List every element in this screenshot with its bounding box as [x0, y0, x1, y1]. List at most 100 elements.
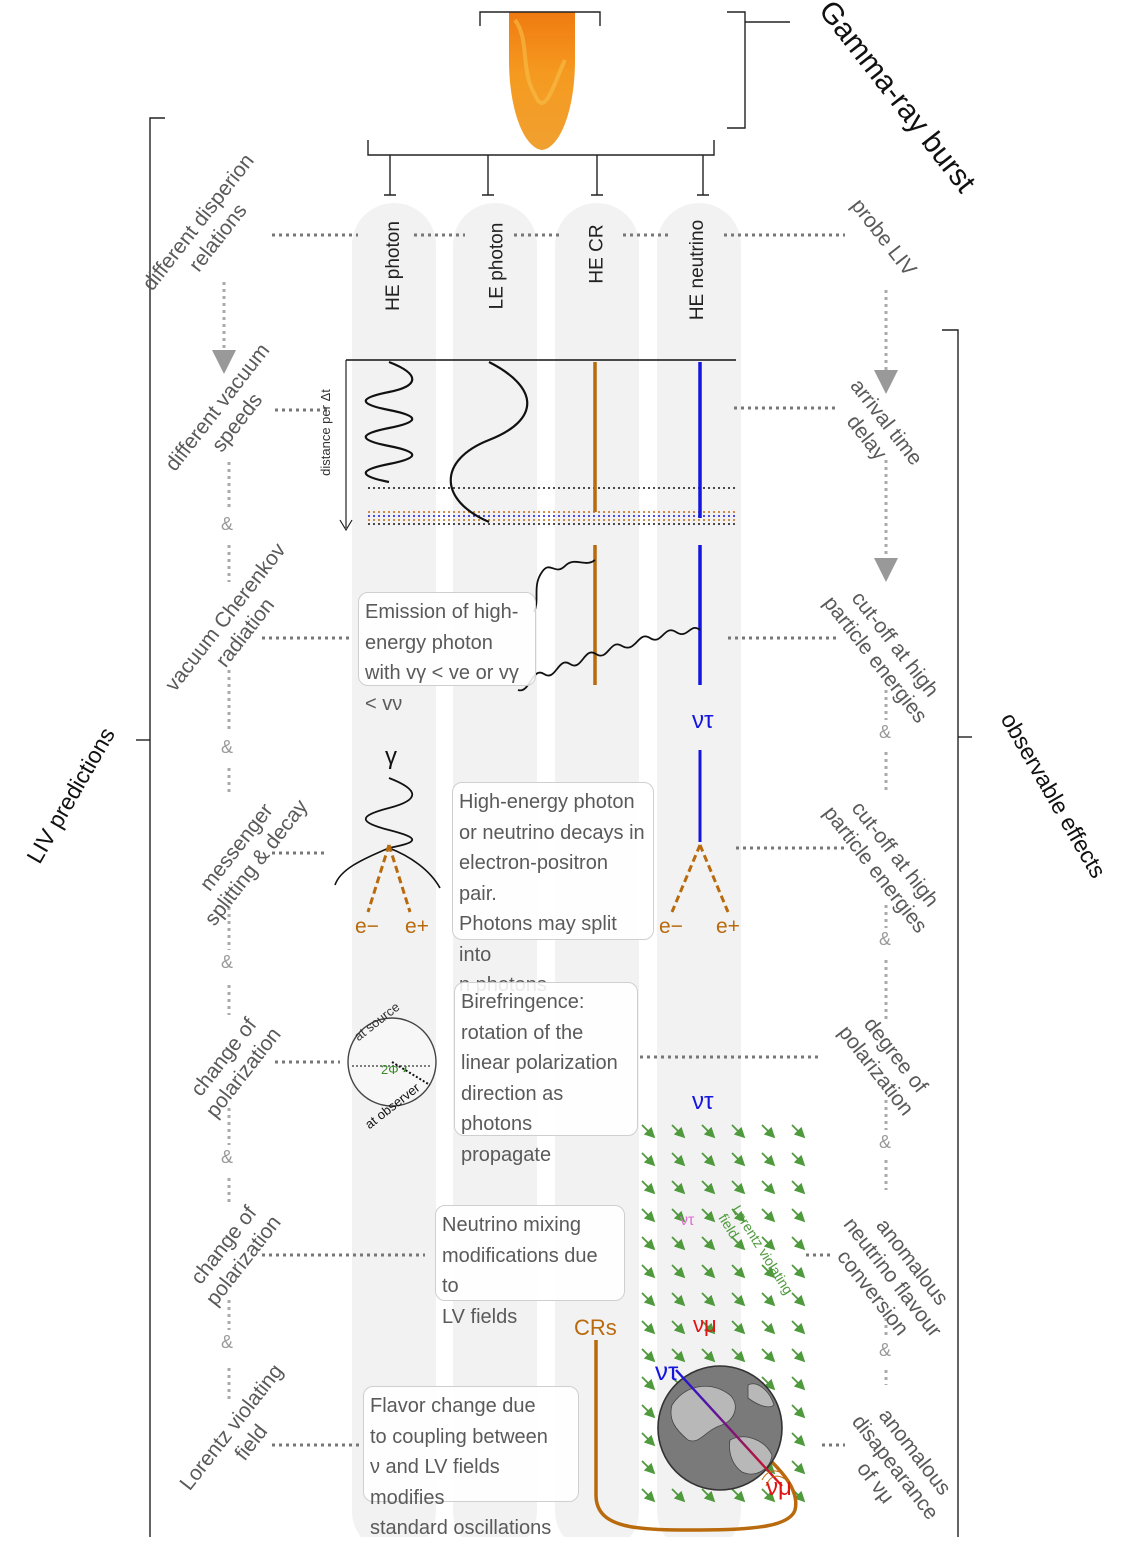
lv-field-arrow — [761, 1208, 776, 1223]
column-he-photon: HE photon — [382, 221, 404, 311]
lv-field-arrow — [761, 1320, 776, 1335]
lv-field-arrow — [671, 1320, 686, 1335]
lv-field-arrow — [671, 1488, 686, 1503]
cherenkov-panel — [517, 545, 702, 692]
lv-field-arrow — [791, 1152, 806, 1167]
lv-field-arrow — [791, 1180, 806, 1195]
two-phi-label: 2Φ — [381, 1062, 399, 1077]
e-minus-label: e− — [355, 915, 379, 938]
column-he-cr: HE CR — [586, 224, 608, 284]
lv-field-arrow — [791, 1124, 806, 1139]
lv-field-arrow — [701, 1236, 716, 1251]
lv-field-arrow — [761, 1376, 776, 1391]
flow-lines — [212, 282, 898, 1400]
arrival-delay-panel — [339, 359, 736, 532]
lv-field-arrow — [761, 1236, 776, 1251]
nu-mu-label: νμ — [693, 1312, 717, 1337]
lv-field-arrow — [761, 1152, 776, 1167]
lv-field-arrow — [641, 1152, 656, 1167]
lv-field-arrow — [731, 1264, 746, 1279]
box-mixing: Neutrino mixing modifications due to LV … — [435, 1205, 625, 1328]
column-he-neutrino: HE neutrino — [687, 219, 709, 321]
lv-field-arrow — [701, 1124, 716, 1139]
polarization-panel — [347, 1017, 437, 1107]
lv-field-arrow — [791, 1320, 806, 1335]
lv-field-arrow — [761, 1488, 776, 1503]
lv-field-arrow — [701, 1180, 716, 1195]
gamma-symbol: γ — [385, 743, 397, 770]
lv-field-arrow — [791, 1264, 806, 1279]
ampersand: & — [879, 722, 892, 742]
lv-field-arrow — [671, 1264, 686, 1279]
ampersand: & — [221, 737, 234, 757]
lv-field-arrow — [791, 1236, 806, 1251]
lv-field-arrow — [791, 1460, 806, 1475]
lv-field-arrow — [641, 1264, 656, 1279]
lv-field-arrow — [731, 1292, 746, 1307]
ampersand: & — [879, 1132, 892, 1152]
nu-tau-earth-label: ντ — [655, 1356, 679, 1386]
lv-field-arrow — [641, 1236, 656, 1251]
lv-field-arrow — [641, 1320, 656, 1335]
lv-field-arrow — [731, 1180, 746, 1195]
e-plus-label: e+ — [716, 915, 740, 938]
lv-field-arrow — [701, 1208, 716, 1223]
lv-field-arrow — [761, 1124, 776, 1139]
cr-path — [594, 1340, 798, 1532]
lv-field-arrow — [791, 1432, 806, 1447]
lv-field-arrow — [791, 1292, 806, 1307]
lv-field-arrow — [641, 1404, 656, 1419]
ampersand: & — [221, 952, 234, 972]
lv-field-arrow — [641, 1208, 656, 1223]
lv-field-arrow — [731, 1124, 746, 1139]
lv-field-arrow — [791, 1376, 806, 1391]
nu-tau-label: ντ — [692, 707, 714, 734]
nu-mu-earth-label: νμ — [766, 1474, 792, 1501]
lv-field-arrow — [761, 1264, 776, 1279]
lv-field-arrow — [671, 1180, 686, 1195]
column-le-photon: LE photon — [486, 222, 508, 310]
nu-tau-faint-label: ντ — [680, 1212, 695, 1229]
lv-field-arrow — [701, 1348, 716, 1363]
e-plus-label: e+ — [405, 915, 429, 938]
lv-field-arrow — [671, 1208, 686, 1223]
lv-field-arrow — [701, 1292, 716, 1307]
lv-field-arrow — [701, 1320, 716, 1335]
decay-panel — [334, 750, 730, 913]
box-decay: High-energy photon or neutrino decays in… — [452, 782, 654, 996]
ampersand: & — [879, 1340, 892, 1360]
lv-field-arrow — [641, 1124, 656, 1139]
earth-icon — [657, 1365, 795, 1491]
box-birefringence: Birefringence: rotation of the linear po… — [454, 982, 638, 1166]
lv-field-arrow — [671, 1292, 686, 1307]
distance-axis-label: distance per Δt — [317, 389, 333, 476]
lv-field-arrow — [731, 1236, 746, 1251]
column-backgrounds — [352, 203, 741, 1537]
lv-field-arrow — [641, 1348, 656, 1363]
box-flavor: Flavor change due to coupling between ν … — [363, 1386, 579, 1539]
ampersand: & — [221, 514, 234, 534]
lv-field-arrow — [641, 1180, 656, 1195]
lv-field-arrow — [731, 1208, 746, 1223]
ampersand: & — [221, 1332, 234, 1352]
nu-tau-label: ντ — [692, 1088, 714, 1115]
lv-field-arrow — [731, 1320, 746, 1335]
lv-field-arrow — [671, 1124, 686, 1139]
lv-field-arrow — [731, 1348, 746, 1363]
lv-field-arrow — [641, 1432, 656, 1447]
lv-field-arrow — [791, 1348, 806, 1363]
lv-field-arrow — [701, 1488, 716, 1503]
lv-field-arrow — [641, 1488, 656, 1503]
lv-field-arrow — [761, 1180, 776, 1195]
lv-field-arrow — [671, 1348, 686, 1363]
crs-label: CRs — [574, 1315, 617, 1340]
lv-field-arrow — [701, 1264, 716, 1279]
grb-flame — [509, 12, 575, 150]
lv-field-arrow — [671, 1236, 686, 1251]
lv-field-arrow — [701, 1152, 716, 1167]
lv-field-arrow — [791, 1208, 806, 1223]
lv-field-arrow — [641, 1460, 656, 1475]
lv-field-arrow — [731, 1488, 746, 1503]
box-cherenkov: Emission of high- energy photon with vγ … — [358, 592, 536, 715]
